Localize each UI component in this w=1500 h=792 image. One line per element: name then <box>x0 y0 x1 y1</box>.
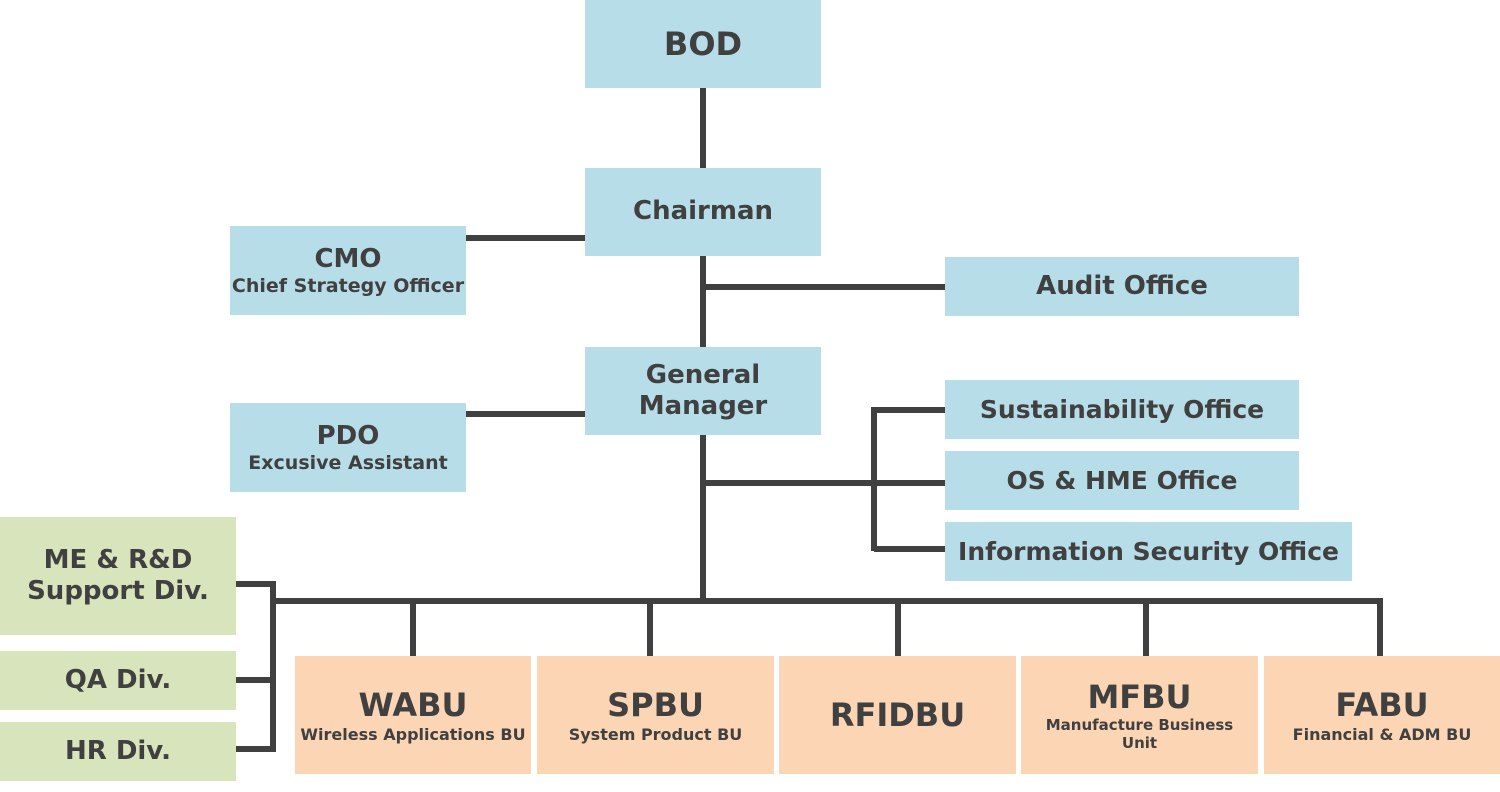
node-merd-line1: ME & R&D <box>43 544 193 575</box>
node-hr-title: HR Div. <box>64 735 172 766</box>
node-information-security-office: Information Security Office <box>945 522 1352 581</box>
node-rfidbu-title: RFIDBU <box>829 695 966 734</box>
node-wabu-title: WABU <box>358 686 468 725</box>
node-infosec-title: Information Security Office <box>958 536 1339 566</box>
node-bod: BOD <box>585 0 821 88</box>
node-general-manager: General Manager <box>585 347 821 435</box>
node-os-hme-office: OS & HME Office <box>945 451 1299 510</box>
node-wabu-subtitle: Wireless Applications BU <box>300 724 526 744</box>
node-mfbu-subtitle-line2: Unit <box>1121 734 1158 753</box>
node-chairman: Chairman <box>585 168 821 256</box>
node-fabu-title: FABU <box>1335 686 1429 725</box>
node-mfbu-title: MFBU <box>1087 677 1192 716</box>
node-qa-div: QA Div. <box>0 651 236 710</box>
node-merd-line2: Support Div. <box>27 576 209 606</box>
node-fabu: FABU Financial & ADM BU <box>1264 656 1500 774</box>
node-oshme-title: OS & HME Office <box>1006 465 1238 495</box>
node-cmo-subtitle: Chief Strategy Officer <box>231 274 465 297</box>
node-cmo-title: CMO <box>314 243 382 274</box>
node-fabu-subtitle: Financial & ADM BU <box>1292 724 1472 744</box>
node-pdo: PDO Excusive Assistant <box>230 403 466 492</box>
node-cmo: CMO Chief Strategy Officer <box>230 226 466 315</box>
node-sustainability-office: Sustainability Office <box>945 380 1299 439</box>
node-spbu-title: SPBU <box>607 686 704 725</box>
node-mfbu: MFBU Manufacture Business Unit <box>1021 656 1258 774</box>
node-gm-line2: Manager <box>638 391 768 421</box>
node-hr-div: HR Div. <box>0 722 236 781</box>
node-sustainability-title: Sustainability Office <box>979 394 1265 424</box>
node-me-rd-support-div: ME & R&D Support Div. <box>0 517 236 635</box>
node-pdo-title: PDO <box>316 420 380 451</box>
node-spbu-subtitle: System Product BU <box>568 724 743 744</box>
node-pdo-subtitle: Excusive Assistant <box>248 451 448 474</box>
node-audit-office-title: Audit Office <box>1036 270 1208 301</box>
node-wabu: WABU Wireless Applications BU <box>295 656 531 774</box>
node-rfidbu: RFIDBU <box>779 656 1016 774</box>
node-qa-title: QA Div. <box>64 664 172 695</box>
node-spbu: SPBU System Product BU <box>537 656 774 774</box>
node-gm-line1: General <box>645 359 761 390</box>
node-audit-office: Audit Office <box>945 257 1299 316</box>
node-bod-title: BOD <box>663 24 743 63</box>
node-mfbu-subtitle-line1: Manufacture Business <box>1045 716 1234 735</box>
node-chairman-title: Chairman <box>632 196 774 227</box>
